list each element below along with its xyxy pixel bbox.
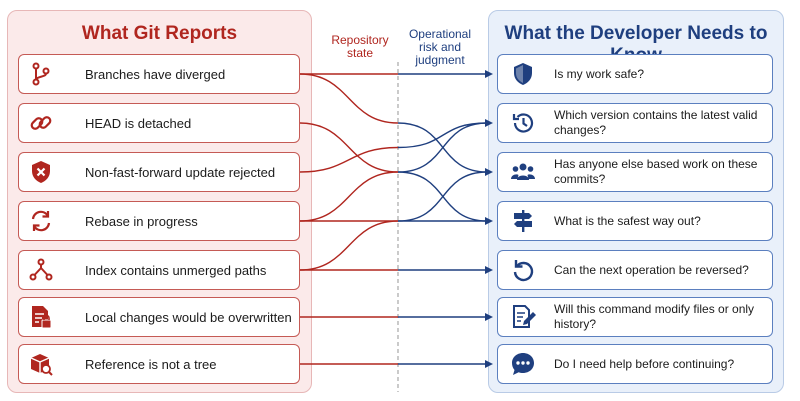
left-panel-title: What Git Reports [81, 23, 238, 44]
connection-arrowhead [485, 119, 493, 127]
git-report-label: Branches have diverged [85, 66, 226, 82]
undo-icon [498, 256, 548, 284]
people-icon [498, 158, 548, 186]
git-report-row-non-fast-forward: Non-fast-forward update rejected [18, 152, 300, 192]
git-report-label: Reference is not a tree [85, 356, 217, 372]
git-report-label: Non-fast-forward update rejected [85, 164, 276, 180]
connection-arrowhead [485, 360, 493, 368]
developer-question-label: Has anyone else based work on these comm… [554, 157, 758, 186]
shield-x-icon [19, 158, 63, 186]
git-report-row-rebase: Rebase in progress [18, 201, 300, 241]
connection-link-red [299, 220, 399, 271]
developer-question-label: What is the safest way out? [554, 213, 701, 228]
connection-arrowhead [485, 313, 493, 321]
developer-question-row-safest-way: What is the safest way out? [497, 201, 773, 241]
developer-question-row-others-based-work: Has anyone else based work on these comm… [497, 152, 773, 192]
connection-link-blue [397, 122, 488, 173]
git-report-label: Local changes would be overwritten [85, 309, 292, 325]
connection-link-blue [397, 122, 488, 149]
merge-icon [19, 256, 63, 284]
operational-risk-label: Operational risk and judgment [408, 27, 472, 67]
developer-question-label: Can the next operation be reversed? [554, 262, 749, 277]
connection-arrowhead [485, 217, 493, 225]
developer-question-label: Is my work safe? [554, 66, 645, 81]
git-report-row-branches-diverged: Branches have diverged [18, 54, 300, 94]
connection-arrowhead [485, 168, 493, 176]
branch-icon [19, 60, 63, 88]
connection-link-red [299, 146, 399, 173]
connection-link-blue [397, 171, 488, 222]
git-report-label: HEAD is detached [85, 115, 192, 131]
git-report-row-local-changes: Local changes would be overwritten [18, 297, 300, 337]
developer-question-row-modify-files: Will this command modify files or only h… [497, 297, 773, 337]
developer-question-row-reversible: Can the next operation be reversed? [497, 250, 773, 290]
developer-question-label: Which version contains the latest valid … [554, 108, 758, 137]
developer-question-row-latest-version: Which version contains the latest valid … [497, 103, 773, 143]
connection-link-red [299, 122, 399, 173]
connection-link-red [299, 73, 399, 124]
developer-question-row-work-safe: Is my work safe? [497, 54, 773, 94]
git-report-row-not-a-tree: Reference is not a tree [18, 344, 300, 384]
developer-question-label: Do I need help before continuing? [554, 356, 735, 371]
git-report-row-unmerged-paths: Index contains unmerged paths [18, 250, 300, 290]
refresh-icon [19, 207, 63, 235]
connection-link-red [299, 171, 399, 222]
shield-icon [498, 60, 548, 88]
connection-arrowhead [485, 70, 493, 78]
chat-icon [498, 350, 548, 378]
clock-history-icon [498, 109, 548, 137]
box-search-icon [19, 350, 63, 378]
signpost-icon [498, 207, 548, 235]
developer-question-label: Will this command modify files or only h… [554, 302, 755, 331]
document-lock-icon [19, 303, 63, 331]
developer-question-row-need-help: Do I need help before continuing? [497, 344, 773, 384]
link-icon [19, 109, 63, 137]
edit-document-icon [498, 303, 548, 331]
git-report-row-head-detached: HEAD is detached [18, 103, 300, 143]
git-report-label: Index contains unmerged paths [85, 262, 267, 278]
connection-arrowhead [485, 266, 493, 274]
git-report-label: Rebase in progress [85, 213, 198, 229]
repository-state-label: Repository state [331, 33, 389, 60]
